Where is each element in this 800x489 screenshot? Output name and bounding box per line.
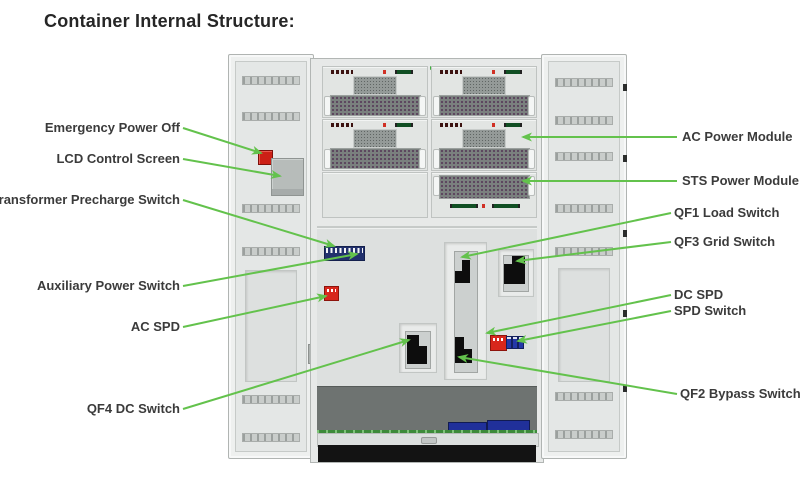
cabinet-body: [310, 58, 544, 463]
transformer-precharge-switch-unit: [324, 246, 365, 261]
din-rail: [242, 112, 300, 121]
indicator-green: [450, 204, 478, 208]
din-rail: [242, 395, 300, 404]
indicator-green: [395, 123, 413, 127]
indicator-red: [383, 70, 386, 74]
switch-notch: [419, 335, 427, 346]
indicator-red: [492, 70, 495, 74]
label-qf3-grid-switch: QF3 Grid Switch: [674, 234, 776, 249]
spd-switch-unit: [506, 336, 512, 349]
door-hinge: [623, 230, 627, 237]
din-rail: [555, 430, 613, 439]
din-rail: [555, 116, 613, 125]
label-ac-power-module: AC Power Module: [682, 129, 793, 144]
ac-spd-unit: [324, 286, 339, 301]
label-ac-spd: AC SPD: [130, 319, 180, 334]
label-sts-power-module: STS Power Module: [682, 173, 800, 188]
module-handle: [528, 149, 535, 169]
switch-channel: [444, 242, 487, 380]
right-door-inner-face: [548, 61, 620, 452]
din-rail: [555, 204, 613, 213]
door-recess-panel: [558, 268, 610, 382]
din-rail: [555, 78, 613, 87]
door-hinge: [623, 385, 627, 392]
door-recess-panel: [245, 270, 297, 382]
vent-mesh: [353, 76, 397, 95]
indicator-red: [492, 123, 495, 127]
indicator-green: [492, 204, 520, 208]
bottom-bay: [317, 386, 537, 435]
indicator-green: [395, 70, 413, 74]
qf2-bypass-switch-unit: [455, 337, 472, 363]
indicator-green: [504, 70, 522, 74]
din-rail: [242, 76, 300, 85]
lcd-control-screen-unit: [271, 158, 304, 196]
spd-switch-unit: [518, 336, 524, 349]
switch-notch: [464, 337, 472, 349]
qf3-grid-switch-unit: [504, 256, 525, 284]
din-rail: [555, 152, 613, 161]
ac-power-module-unit: [431, 119, 537, 171]
label-dc-spd: DC SPD: [674, 287, 724, 302]
sts-power-module-unit: [431, 172, 537, 218]
vent-mesh: [462, 76, 506, 95]
door-hinge: [623, 155, 627, 162]
module-handle: [419, 96, 426, 116]
door-hinge: [623, 310, 627, 317]
vent-grille: [439, 95, 530, 116]
left-door-inner-face: [235, 61, 307, 452]
pcb-strip: [317, 430, 537, 434]
label-lcd-control-screen: LCD Control Screen: [56, 151, 180, 166]
label-qf1-load-switch: QF1 Load Switch: [674, 205, 780, 220]
label-emergency-power-off: Emergency Power Off: [44, 120, 180, 135]
cabinet-base: [318, 445, 536, 462]
vent-mesh: [353, 129, 397, 148]
indicator-green: [504, 123, 522, 127]
switch-notch: [455, 260, 462, 271]
kick-latch: [421, 437, 437, 444]
module-handle: [419, 149, 426, 169]
label-qf2-bypass-switch: QF2 Bypass Switch: [680, 386, 800, 401]
indicator-ticks: [440, 70, 462, 74]
label-spd-switch: SPD Switch: [674, 303, 747, 318]
indicator-red: [482, 204, 485, 208]
din-rail: [555, 392, 613, 401]
din-rail: [242, 433, 300, 442]
din-rail: [242, 204, 300, 213]
din-rail: [555, 247, 613, 256]
din-rail: [242, 247, 300, 256]
module-handle: [528, 176, 535, 196]
ac-power-module-unit: [322, 119, 428, 171]
switch-panel: [317, 226, 537, 388]
right-door: [541, 54, 627, 459]
vent-grille: [330, 95, 421, 116]
door-hinge: [623, 84, 627, 91]
qf3-recess: [498, 249, 534, 297]
page-title: Container Internal Structure:: [44, 11, 295, 31]
module-handle: [528, 96, 535, 116]
vent-grille: [439, 175, 530, 199]
vent-grille: [439, 148, 530, 169]
label-transformer-precharge-switch: Transformer Precharge Switch: [0, 192, 180, 207]
indicator-ticks: [331, 70, 353, 74]
qf1-load-switch-unit: [455, 260, 470, 283]
label-qf4-dc-switch: QF4 DC Switch: [86, 401, 180, 416]
indicator-ticks: [331, 123, 353, 127]
ac-power-module-unit: [431, 66, 537, 118]
switch-notch: [504, 256, 512, 264]
blank-panel: [322, 172, 428, 218]
qf4-dc-switch-unit: [407, 335, 427, 364]
dc-spd-unit: [490, 335, 507, 351]
indicator-red: [383, 123, 386, 127]
indicator-ticks: [440, 123, 462, 127]
qf4-recess: [399, 323, 437, 373]
vent-grille: [330, 148, 421, 169]
ac-power-module-unit: [322, 66, 428, 118]
label-auxiliary-power-switch: Auxiliary Power Switch: [36, 278, 180, 293]
left-door: [228, 54, 316, 459]
vent-mesh: [462, 129, 506, 148]
